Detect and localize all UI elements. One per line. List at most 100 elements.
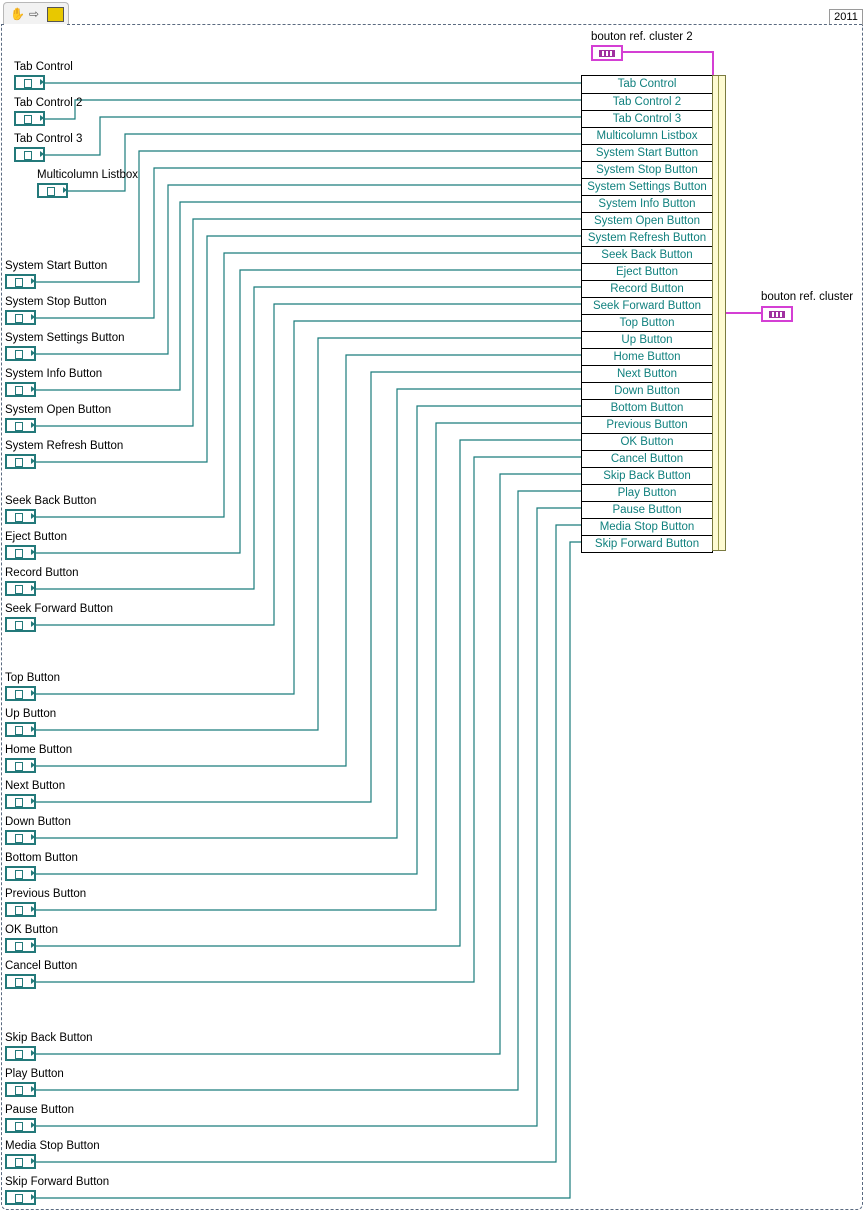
- refnum-terminal[interactable]: [5, 1154, 36, 1169]
- bundler-row[interactable]: Top Button: [582, 314, 712, 331]
- refnum-terminal[interactable]: [14, 111, 45, 126]
- bundler-row[interactable]: Cancel Button: [582, 450, 712, 467]
- refnum-wire[interactable]: [36, 218, 581, 427]
- refnum-wire[interactable]: [36, 252, 581, 518]
- refnum-wire[interactable]: [36, 201, 581, 391]
- refnum-wire[interactable]: [36, 235, 581, 463]
- refnum-wire[interactable]: [36, 439, 581, 947]
- arrow-right-icon[interactable]: ⇨: [29, 7, 40, 21]
- cluster-wire[interactable]: [623, 51, 714, 75]
- cluster-in-terminal[interactable]: [591, 45, 623, 61]
- refnum-terminal[interactable]: [5, 545, 36, 560]
- refnum-terminal[interactable]: [5, 1046, 36, 1061]
- refnum-terminal[interactable]: [5, 758, 36, 773]
- bundler-row[interactable]: System Open Button: [582, 212, 712, 229]
- refnum-terminal[interactable]: [5, 454, 36, 469]
- refnum-terminal[interactable]: [5, 974, 36, 989]
- bundler-row[interactable]: System Refresh Button: [582, 229, 712, 246]
- bundler-row[interactable]: Play Button: [582, 484, 712, 501]
- bundler-row[interactable]: Up Button: [582, 331, 712, 348]
- refnum-wire[interactable]: [36, 184, 581, 355]
- bundler-row[interactable]: Eject Button: [582, 263, 712, 280]
- bundler-row[interactable]: Home Button: [582, 348, 712, 365]
- control-label: System Stop Button: [5, 296, 107, 308]
- refnum-wire[interactable]: [36, 388, 581, 839]
- bundler-row[interactable]: Multicolumn Listbox: [582, 127, 712, 144]
- refnum-terminal[interactable]: [5, 274, 36, 289]
- version-tab[interactable]: 2011: [829, 9, 863, 25]
- bundler-row[interactable]: Skip Forward Button: [582, 535, 712, 552]
- refnum-wire[interactable]: [36, 422, 581, 911]
- refnum-terminal[interactable]: [5, 310, 36, 325]
- refnum-wire[interactable]: [45, 116, 581, 156]
- refnum-terminal[interactable]: [14, 147, 45, 162]
- refnum-wire[interactable]: [36, 490, 581, 1091]
- refnum-terminal[interactable]: [5, 1190, 36, 1205]
- refnum-wire[interactable]: [45, 99, 581, 120]
- bundler-input-bar[interactable]: [712, 75, 726, 551]
- refnum-wire[interactable]: [36, 150, 581, 283]
- refnum-terminal[interactable]: [5, 794, 36, 809]
- bundler-row[interactable]: Media Stop Button: [582, 518, 712, 535]
- bundler-row[interactable]: Next Button: [582, 365, 712, 382]
- refnum-wire[interactable]: [36, 524, 581, 1163]
- bundler-row[interactable]: Bottom Button: [582, 399, 712, 416]
- bundler-row[interactable]: Seek Back Button: [582, 246, 712, 263]
- bundler-row[interactable]: Seek Forward Button: [582, 297, 712, 314]
- arrow-right-icon: [31, 513, 35, 519]
- arrow-right-icon: [31, 726, 35, 732]
- run-highlight-icon[interactable]: [47, 7, 64, 22]
- arrow-right-icon: [31, 621, 35, 627]
- refnum-terminal[interactable]: [5, 1118, 36, 1133]
- refnum-wire[interactable]: [36, 354, 581, 767]
- bundler-row[interactable]: Tab Control 2: [582, 93, 712, 110]
- refnum-wire[interactable]: [36, 167, 581, 319]
- refnum-wire[interactable]: [36, 337, 581, 731]
- refnum-terminal[interactable]: [5, 830, 36, 845]
- bundler-row[interactable]: Tab Control: [617, 78, 677, 90]
- bundler-row[interactable]: Skip Back Button: [582, 467, 712, 484]
- refnum-terminal[interactable]: [5, 382, 36, 397]
- refnum-terminal[interactable]: [5, 617, 36, 632]
- refnum-terminal[interactable]: [5, 902, 36, 917]
- refnum-terminal[interactable]: [5, 938, 36, 953]
- refnum-wire[interactable]: [36, 456, 581, 983]
- refnum-wire[interactable]: [36, 286, 581, 590]
- bundler-row[interactable]: Tab Control 3: [582, 110, 712, 127]
- document-icon: [15, 314, 23, 323]
- refnum-wire[interactable]: [36, 371, 581, 803]
- bundler-row[interactable]: Previous Button: [582, 416, 712, 433]
- hand-icon[interactable]: ✋: [10, 7, 25, 21]
- refnum-terminal[interactable]: [37, 183, 68, 198]
- bundler-row[interactable]: Down Button: [582, 382, 712, 399]
- refnum-terminal[interactable]: [5, 866, 36, 881]
- refnum-wire[interactable]: [36, 507, 581, 1127]
- bundler-row[interactable]: Record Button: [582, 280, 712, 297]
- bundler-row[interactable]: System Start Button: [582, 144, 712, 161]
- refnum-terminal[interactable]: [5, 418, 36, 433]
- refnum-wire[interactable]: [36, 473, 581, 1055]
- refnum-wire[interactable]: [36, 405, 581, 875]
- refnum-wire[interactable]: [36, 303, 581, 626]
- refnum-terminal[interactable]: [5, 1082, 36, 1097]
- refnum-wire[interactable]: [36, 541, 581, 1199]
- refnum-terminal[interactable]: [5, 509, 36, 524]
- refnum-terminal[interactable]: [5, 346, 36, 361]
- cluster-out-terminal[interactable]: [761, 306, 793, 322]
- bundler-row[interactable]: OK Button: [582, 433, 712, 450]
- refnum-wire[interactable]: [68, 133, 581, 192]
- refnum-terminal[interactable]: [14, 75, 45, 90]
- refnum-wire[interactable]: [36, 320, 581, 695]
- refnum-wire[interactable]: [36, 269, 581, 554]
- bundler-row[interactable]: System Info Button: [582, 195, 712, 212]
- control-label: Seek Forward Button: [5, 603, 114, 615]
- bundler-row[interactable]: Pause Button: [582, 501, 712, 518]
- arrow-right-icon: [31, 549, 35, 555]
- refnum-terminal[interactable]: [5, 722, 36, 737]
- refnum-terminal[interactable]: [5, 686, 36, 701]
- bundler-row[interactable]: System Settings Button: [582, 178, 712, 195]
- bundler-row[interactable]: System Stop Button: [582, 161, 712, 178]
- refnum-terminal[interactable]: [5, 581, 36, 596]
- document-icon: [15, 585, 23, 594]
